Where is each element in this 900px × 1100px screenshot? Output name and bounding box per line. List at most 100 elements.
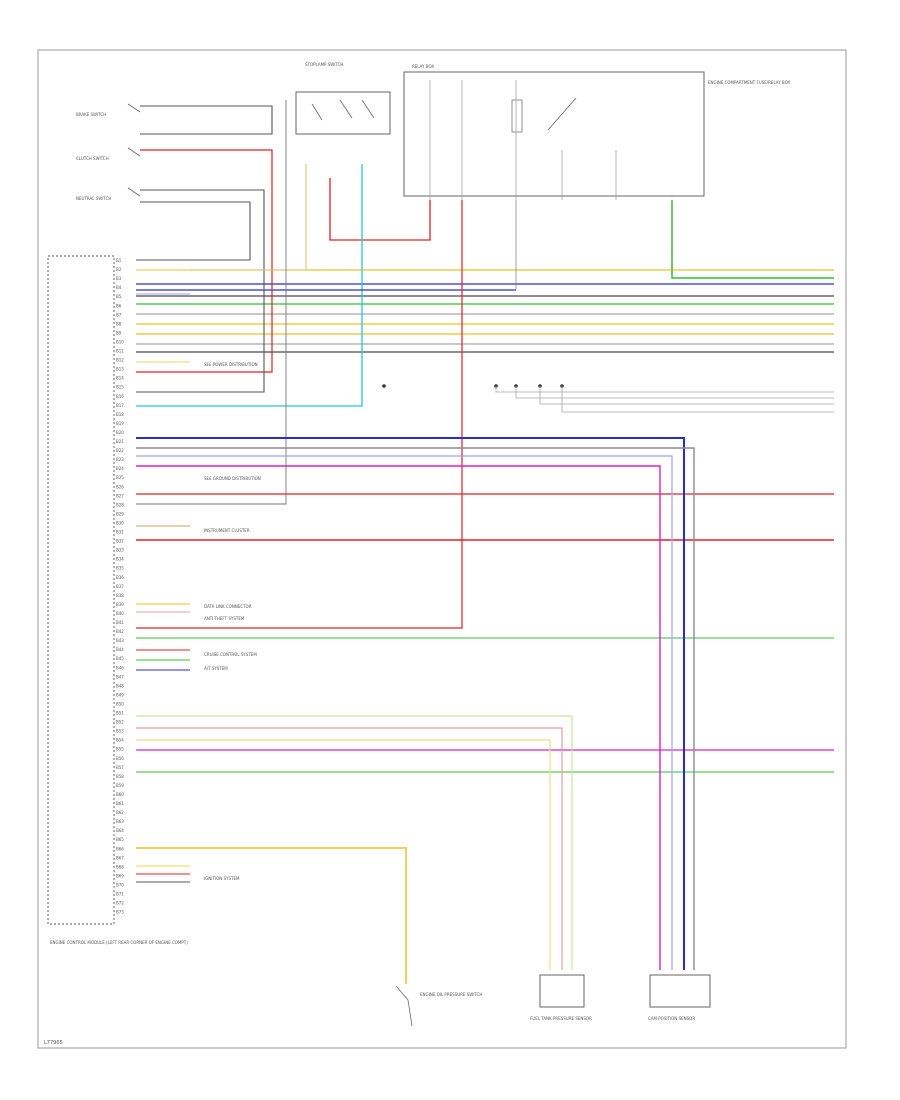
ecm-pin-label: B1 <box>116 258 122 263</box>
ecm-pin-label: B37 <box>116 584 124 589</box>
ecm-pin-label: B70 <box>116 882 124 887</box>
ecm-pin-label: B54 <box>116 738 124 743</box>
ecm-pin-label: B63 <box>116 819 124 824</box>
ecm-pin-label: B53 <box>116 729 124 734</box>
pin-group: B1B2B3B4B5B6B7B8B9B10B11B12B13B14B15B16B… <box>116 258 124 915</box>
ecm-pin-label: B42 <box>116 629 124 634</box>
ecm-pin-label: B60 <box>116 792 124 797</box>
ecm-pin-label: B19 <box>116 421 124 426</box>
ecm-pin-label: B24 <box>116 466 124 471</box>
cam-position-sensor: CAM POSITION SENSOR <box>648 974 711 1021</box>
fuse-box-label: ENGINE COMPARTMENT FUSE/RELAY BOX <box>708 80 790 85</box>
ecm-pin-label: B26 <box>116 484 124 489</box>
ecm-pin-label: B61 <box>116 801 124 806</box>
ecm-pin-label: B49 <box>116 692 124 697</box>
ecm-pin-label: B68 <box>116 864 124 869</box>
ecm-pin-label: B32 <box>116 539 124 544</box>
engine-control-module: ENGINE CONTROL MODULE (LEFT REAR CORNER … <box>47 255 188 945</box>
ecm-pin-label: B67 <box>116 855 124 860</box>
ecm-pin-label: B5 <box>116 294 122 299</box>
ecm-pin-label: B72 <box>116 901 124 906</box>
ecm-pin-label: B59 <box>116 783 124 788</box>
ecm-pin-label: B71 <box>116 892 124 897</box>
fuel-tank-pressure-sensor-label: FUEL TANK PRESSURE SENSOR <box>530 1016 592 1021</box>
ecm-pin-label: B18 <box>116 412 124 417</box>
grey-wire <box>561 386 834 413</box>
neutral-switch: NEUTRAL SWITCH <box>76 187 141 201</box>
stoplamp-switch-label: STOPLAMP SWITCH <box>305 62 343 67</box>
ecm-pin-label: B9 <box>116 330 122 335</box>
note-label: A/T SYSTEM <box>204 666 228 671</box>
red-wire <box>136 727 563 970</box>
ecm-pin-label: B46 <box>116 665 124 670</box>
ecm-pin-label: B48 <box>116 683 124 688</box>
grey-wire <box>515 386 834 399</box>
switch-wire <box>136 201 251 261</box>
clutch-switch: CLUTCH SWITCH <box>76 147 141 161</box>
ecm-pin-label: B73 <box>116 910 124 915</box>
ecm-pin-label: B29 <box>116 511 124 516</box>
cyan-wire <box>136 164 363 407</box>
ecm-pin-label: B27 <box>116 493 124 498</box>
ecm-pin-label: B13 <box>116 367 124 372</box>
ecm-pin-label: B28 <box>116 502 124 507</box>
red-wire <box>329 178 431 241</box>
ecm-pin-label: B7 <box>116 312 122 317</box>
ecm-pin-label: B55 <box>116 747 124 752</box>
ecm-pin-label: B2 <box>116 267 122 272</box>
yellow-wire <box>136 739 551 970</box>
neutral-switch-label: NEUTRAL SWITCH <box>76 196 111 201</box>
diagram-frame <box>37 49 847 1049</box>
ecm-pin-label: B45 <box>116 656 124 661</box>
brake-switch-label: BRAKE SWITCH <box>76 112 106 117</box>
stoplamp-switch: STOPLAMP SWITCH <box>295 62 391 135</box>
ecm-pin-label: B4 <box>116 285 122 290</box>
ecm-pin-label: B39 <box>116 602 124 607</box>
note-label: SEE GROUND DISTRIBUTION <box>204 476 261 481</box>
ecm-pin-label: B20 <box>116 430 124 435</box>
switch-wire <box>136 189 265 393</box>
note-label: ANTI-THEFT SYSTEM <box>204 616 245 621</box>
ecm-pin-label: B41 <box>116 620 124 625</box>
diagram-code: L77965 <box>44 1040 63 1046</box>
yellow-wire <box>136 847 407 984</box>
ecm-pin-label: B51 <box>116 711 124 716</box>
ecm-pin-label: B33 <box>116 548 124 553</box>
ecm-pin-label: B6 <box>116 303 122 308</box>
switch-wire <box>136 164 307 271</box>
ecm-pin-label: B30 <box>116 520 124 525</box>
ecm-pin-label: B25 <box>116 475 124 480</box>
ecm-pin-label: B52 <box>116 720 124 725</box>
ecm-pin-label: B65 <box>116 837 124 842</box>
ecm-pin-label: B14 <box>116 376 124 381</box>
ecm-pin-label: B47 <box>116 674 124 679</box>
grey-wire <box>136 447 695 970</box>
ecm-pin-label: B69 <box>116 873 124 878</box>
ecm-pin-label: B36 <box>116 575 124 580</box>
note-label: IGNITION SYSTEM <box>204 876 240 881</box>
ecm-pin-label: B3 <box>116 276 122 281</box>
ecm-pin-label: B43 <box>116 638 124 643</box>
relay-box-label: RELAY BOX <box>412 64 434 69</box>
relay-box: RELAY BOX <box>403 64 705 197</box>
blue-wire <box>136 437 685 970</box>
note-label: DATA LINK CONNECTOR <box>204 604 252 609</box>
pink-wire <box>136 465 661 970</box>
ecm-pin-label: B15 <box>116 385 124 390</box>
red-wire <box>136 200 463 629</box>
ecm-pin-label: B11 <box>116 349 124 354</box>
blue-wire <box>136 455 673 970</box>
ecm-pin-label: B31 <box>116 530 124 535</box>
brake-switch: BRAKE SWITCH <box>76 103 141 117</box>
note-label: SEE POWER DISTRIBUTION <box>204 362 258 367</box>
ecm-pin-label: B34 <box>116 557 124 562</box>
engine-oil-pressure-switch-label: ENGINE OIL PRESSURE SWITCH <box>420 992 482 997</box>
wire-group <box>136 80 834 984</box>
ecm-pin-label: B16 <box>116 394 124 399</box>
green-wire <box>136 715 573 970</box>
ecm-pin-label: B12 <box>116 358 124 363</box>
switch-wire <box>136 100 287 505</box>
ecm-pin-label: B66 <box>116 846 124 851</box>
switch-wire <box>136 149 273 373</box>
